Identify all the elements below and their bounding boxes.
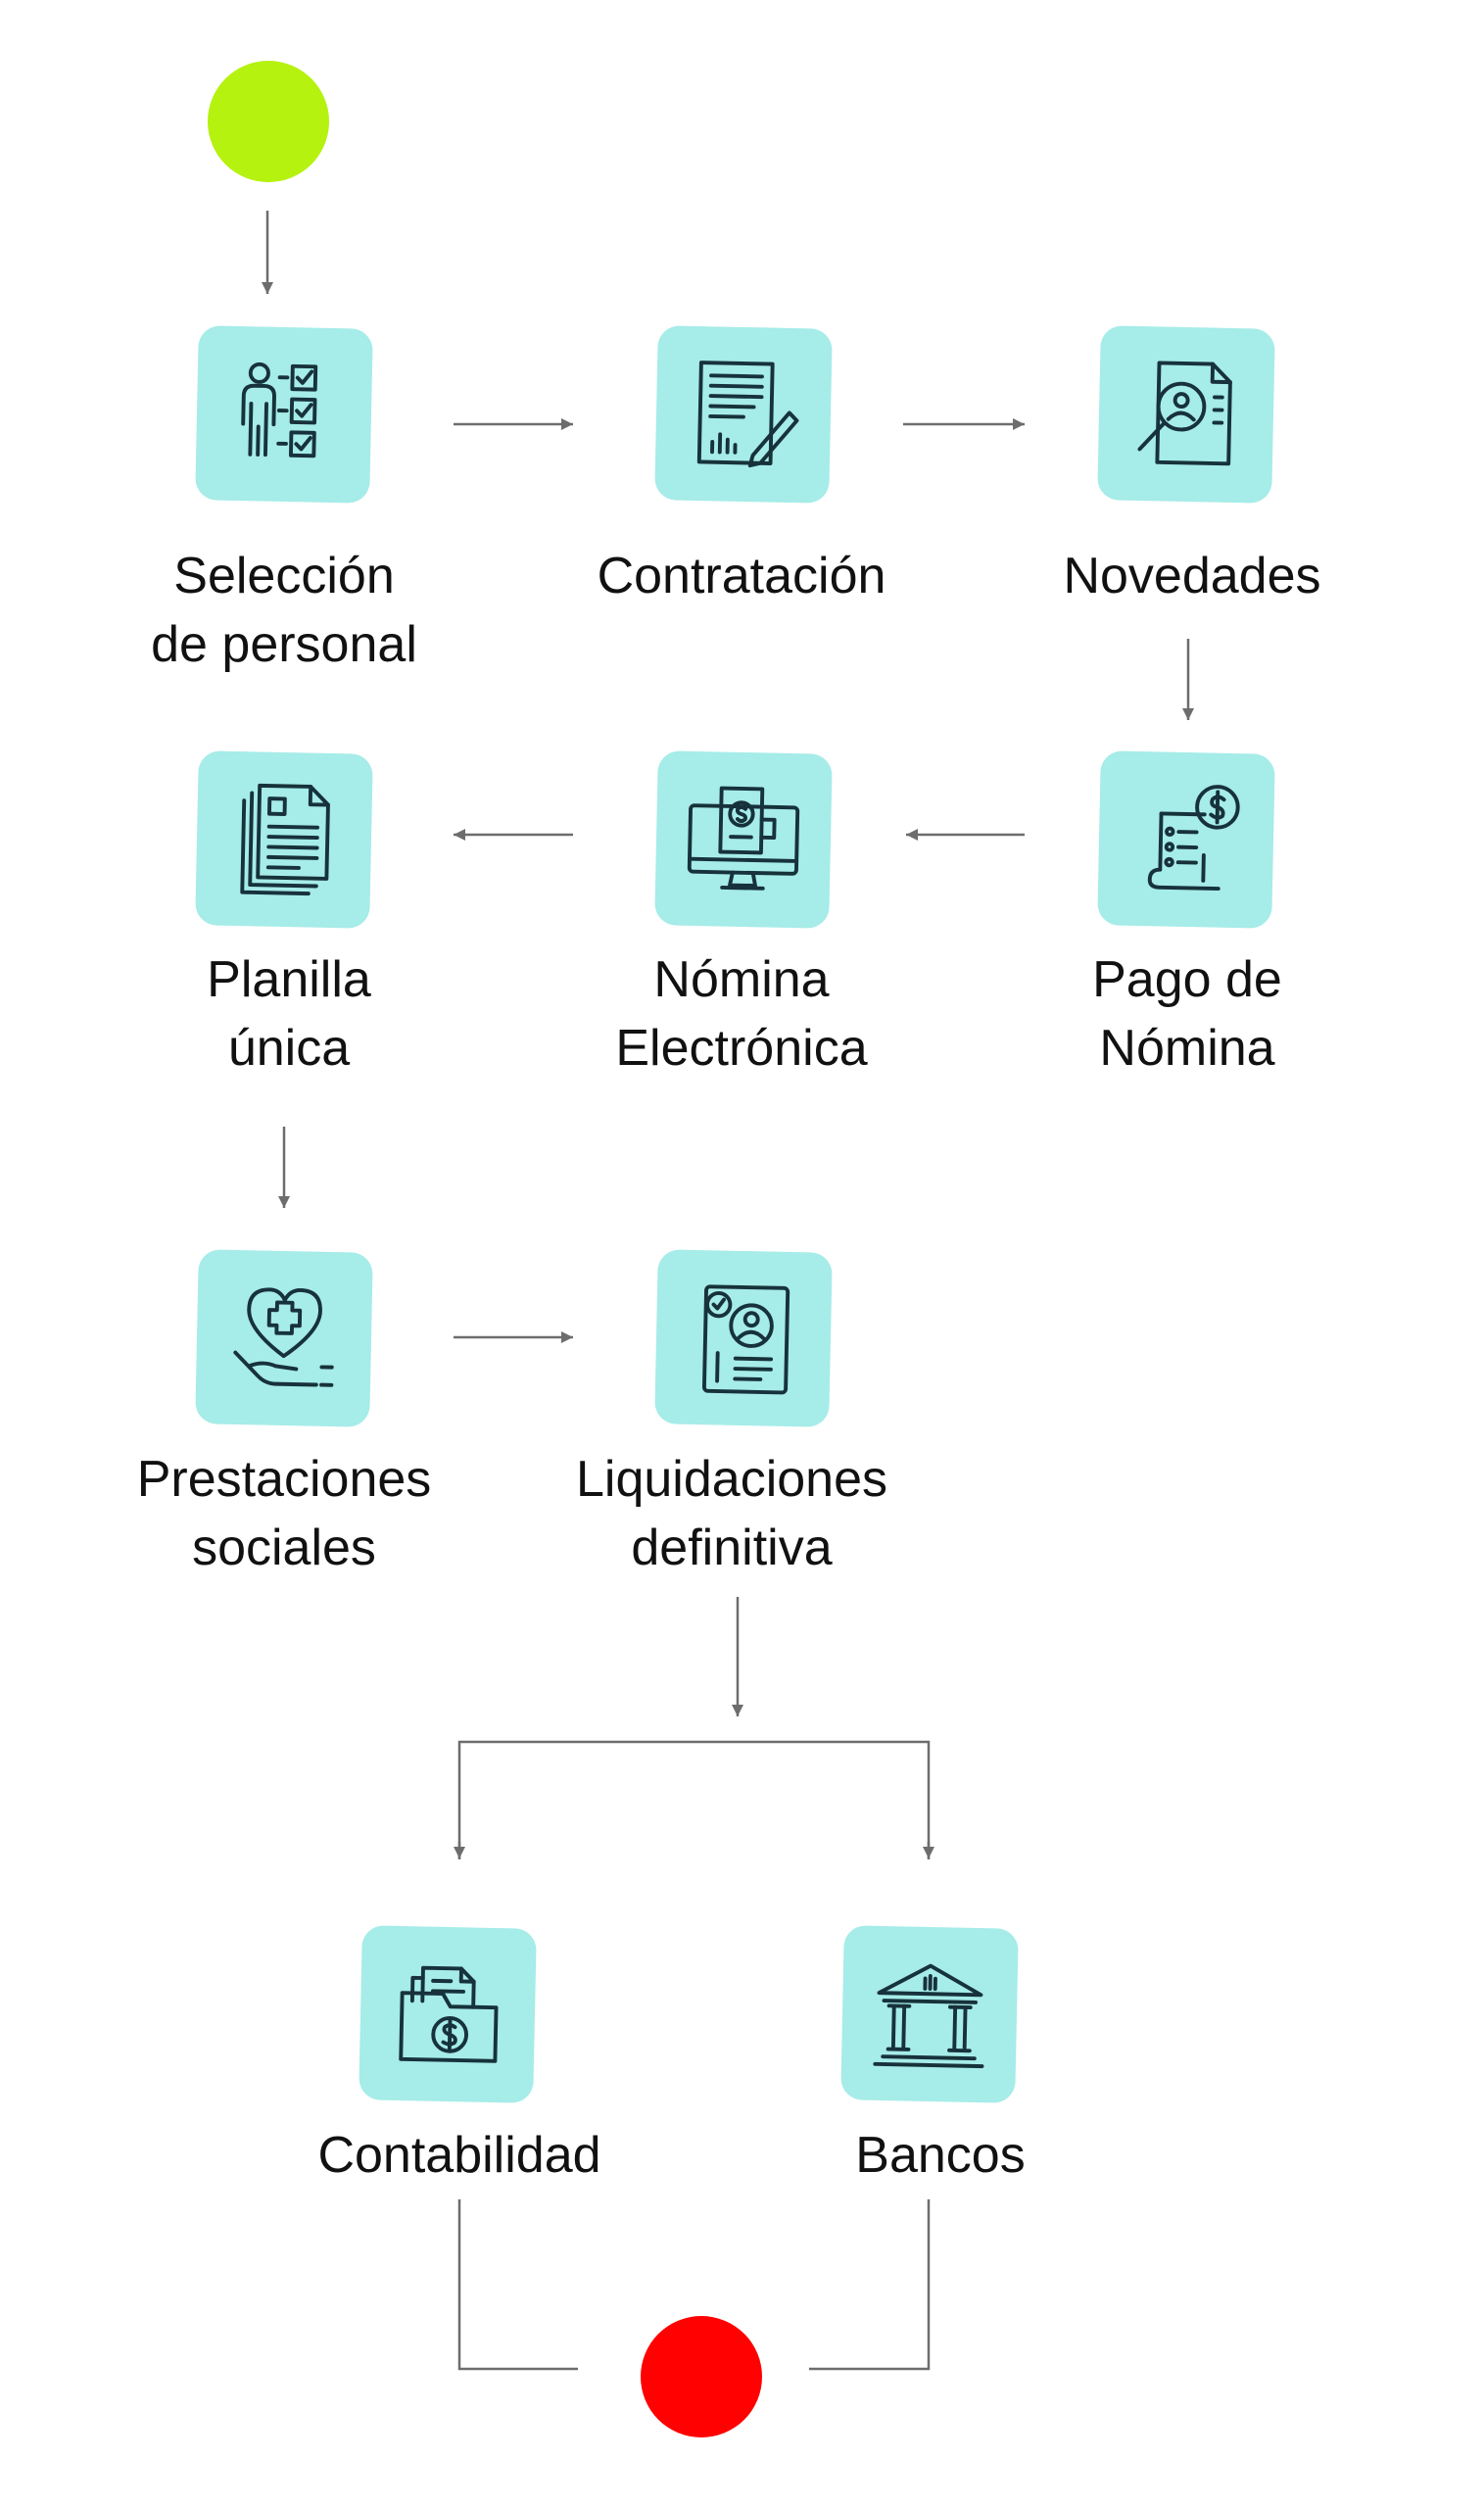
money-folder-icon	[399, 1965, 499, 2063]
pago-label: Pago de Nómina	[1092, 951, 1282, 1077]
planilla-label: Planilla única	[207, 951, 371, 1077]
bancos-label: Bancos	[855, 2127, 1026, 2184]
liquidaciones-label: Liquidaciones definitiva	[575, 1451, 888, 1576]
contract-signing-icon	[696, 361, 799, 468]
bank-icon	[873, 1963, 984, 2069]
prestaciones-tile	[195, 1249, 373, 1427]
payment-receipt-icon	[1147, 785, 1240, 892]
novedades-tile	[1097, 325, 1275, 504]
seleccion-tile	[195, 325, 373, 504]
pago-tile	[1097, 750, 1275, 929]
start-node	[208, 61, 329, 182]
bancos-tile	[840, 1925, 1019, 2103]
document-search-icon	[1137, 361, 1232, 466]
contabilidad-label: Contabilidad	[317, 2127, 601, 2184]
contabilidad-tile	[359, 1925, 537, 2103]
end-node	[641, 2316, 762, 2437]
liquidaciones-tile	[654, 1249, 833, 1427]
prestaciones-label: Prestaciones sociales	[136, 1451, 432, 1576]
contratacion-tile	[654, 325, 833, 504]
novedades-label: Novedades	[1063, 548, 1321, 604]
merge-line-right	[809, 2199, 931, 2371]
branch-line	[457, 1740, 931, 1859]
merge-line-left	[457, 2199, 578, 2371]
documents-stack-icon	[240, 783, 330, 896]
planilla-tile	[195, 750, 373, 929]
seleccion-label: Selección de personal	[151, 548, 417, 673]
nomina-electronica-label: Nómina Electrónica	[615, 951, 868, 1077]
person-checklist-icon	[241, 362, 318, 458]
nomina-electronica-tile	[654, 750, 833, 929]
contratacion-label: Contratación	[597, 548, 886, 604]
heart-hand-icon	[233, 1287, 334, 1387]
profile-document-icon	[701, 1284, 790, 1395]
computer-payroll-icon	[687, 786, 800, 891]
